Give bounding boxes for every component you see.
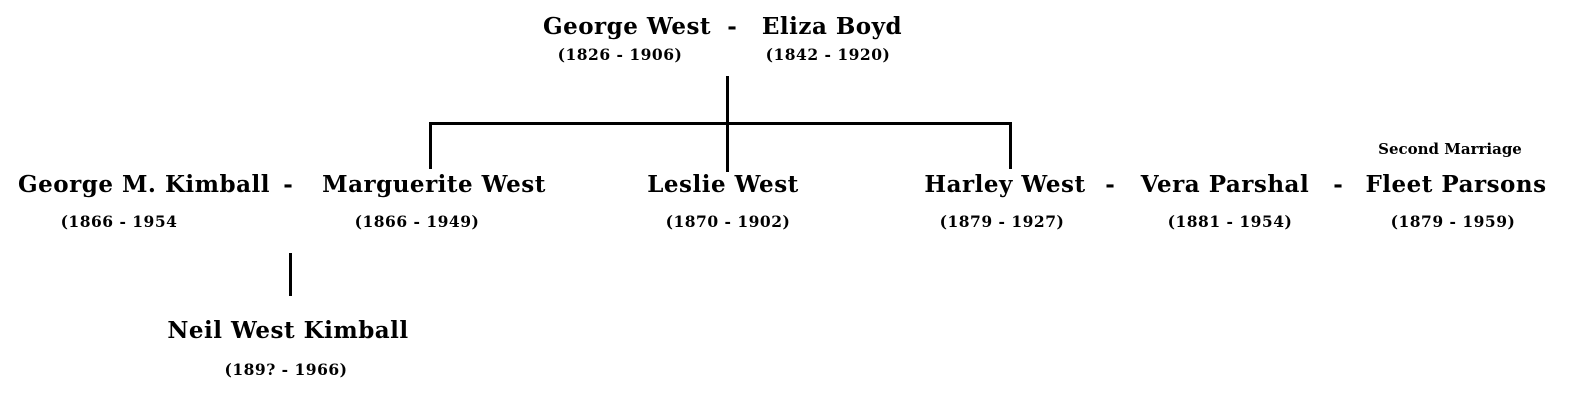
connector-drop-harley <box>1008 122 1012 169</box>
person-name-neil-west-kimball: Neil West Kimball <box>167 317 409 344</box>
connector-drop-neil <box>288 253 292 296</box>
person-dates-eliza-boyd: (1842 - 1920) <box>765 45 891 64</box>
connector-drop-leslie <box>725 122 729 172</box>
person-name-eliza-boyd: Eliza Boyd <box>761 13 903 40</box>
spouse-separator-harley-vera: - <box>1105 171 1115 198</box>
person-name-marguerite-west: Marguerite West <box>322 171 546 198</box>
second-marriage-label: Second Marriage <box>1378 140 1522 158</box>
connector-drop-marguerite <box>428 122 432 169</box>
connector-siblings-horizontal <box>428 122 1012 125</box>
person-dates-neil-west-kimball: (189? - 1966) <box>224 360 348 379</box>
person-dates-george-west: (1826 - 1906) <box>557 45 683 64</box>
person-dates-george-m-kimball: (1866 - 1954 <box>60 212 178 231</box>
connector-parents-down <box>725 76 729 123</box>
person-dates-fleet-parsons: (1879 - 1959) <box>1390 212 1516 231</box>
person-name-vera-parshal: Vera Parshal <box>1140 171 1310 198</box>
person-dates-harley-west: (1879 - 1927) <box>939 212 1065 231</box>
person-name-fleet-parsons: Fleet Parsons <box>1365 171 1547 198</box>
person-name-leslie-west: Leslie West <box>647 171 799 198</box>
person-name-harley-west: Harley West <box>924 171 1086 198</box>
spouse-separator-george-eliza: - <box>727 13 737 40</box>
person-dates-vera-parshal: (1881 - 1954) <box>1167 212 1293 231</box>
spouse-separator-kimball-marguerite: - <box>283 171 293 198</box>
spouse-separator-vera-fleet: - <box>1333 171 1343 198</box>
person-dates-leslie-west: (1870 - 1902) <box>665 212 791 231</box>
person-name-george-west: George West <box>542 13 712 40</box>
person-dates-marguerite-west: (1866 - 1949) <box>354 212 480 231</box>
person-name-george-m-kimball: George M. Kimball <box>18 171 270 198</box>
